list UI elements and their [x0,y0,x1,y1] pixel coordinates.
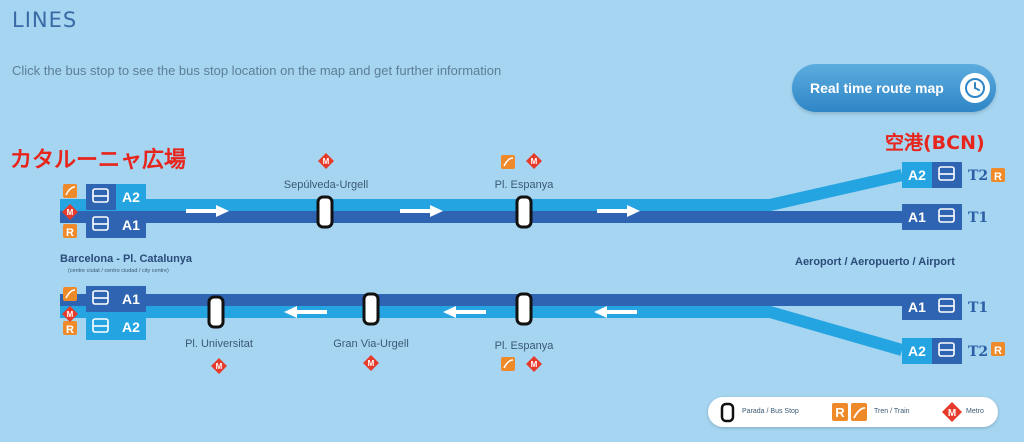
legend-stop-label: Parada / Bus Stop [742,408,799,415]
realtime-map-button[interactable]: Real time route map [792,64,996,112]
metro-letter: M [368,359,375,368]
metro-icon [942,402,962,422]
terminal-t1-label: T1 [968,210,988,226]
line-label-a1: A1 [908,299,926,315]
bus-stop-markers [207,195,533,329]
renfe-icon [832,403,848,421]
stop-pl-espanya-in: Pl. Espanya [495,340,555,352]
stop-pl-universitat: Pl. Universitat [185,338,253,350]
metro-letter: M [948,408,956,419]
renfe-letter: R [66,227,74,239]
terminal-t2-label: T2 [968,344,988,360]
bus-icon [92,166,955,357]
line-label-a1: A1 [908,209,926,225]
metro-letter: M [323,157,330,166]
stop-sepulveda-urgell: Sepúlveda-Urgell [284,179,368,191]
renfe-letter: R [835,405,845,420]
metro-letter: M [531,360,538,369]
terminal-t2-label: T2 [968,168,988,184]
renfe-letter: R [994,171,1002,183]
metro-letter: M [67,310,74,319]
realtime-map-button-label: Real time route map [810,80,944,96]
line-label-a1: A1 [122,217,140,233]
clock-icon [960,73,990,103]
legend: R M Parada / Bus Stop Tren / Train Metro [708,397,998,427]
arrow-left-icon [284,306,637,318]
stop-pl-espanya-out: Pl. Espanya [495,179,555,191]
renfe-letter: R [994,345,1002,357]
legend-train-label: Tren / Train [874,408,910,415]
renfe-letter: R [66,324,74,336]
renfe-icon [63,168,1005,356]
left-overlay-label: カタルーニャ広場 [10,148,187,173]
arrow-right-icon [186,205,640,217]
line-a2-outbound [60,169,904,211]
metro-letter: M [531,157,538,166]
left-terminal-name: Barcelona - Pl. Catalunya [60,253,193,265]
stop-gran-via-urgell: Gran Via-Urgell [333,338,409,350]
line-label-a2: A2 [122,319,140,335]
metro-letter: M [67,208,74,217]
metro-icon [62,153,542,374]
line-label-a2: A2 [122,189,140,205]
line-label-a2: A2 [908,343,926,359]
right-terminal-name: Aeroport / Aeropuerto / Airport [795,256,955,268]
line-label-a1: A1 [122,291,140,307]
legend-metro-label: Metro [966,408,984,415]
line-label-a2: A2 [908,167,926,183]
terminal-t1-label: T1 [968,300,988,316]
page-title: LINES [12,8,78,32]
bus-stop-icon [720,402,735,423]
page-subtitle: Click the bus stop to see the bus stop l… [12,63,502,78]
right-overlay-label: 空港(BCN) [885,132,985,154]
metro-letter: M [216,362,223,371]
left-terminal-sub: (centre ciutat / centro ciudad / city ce… [68,268,169,274]
